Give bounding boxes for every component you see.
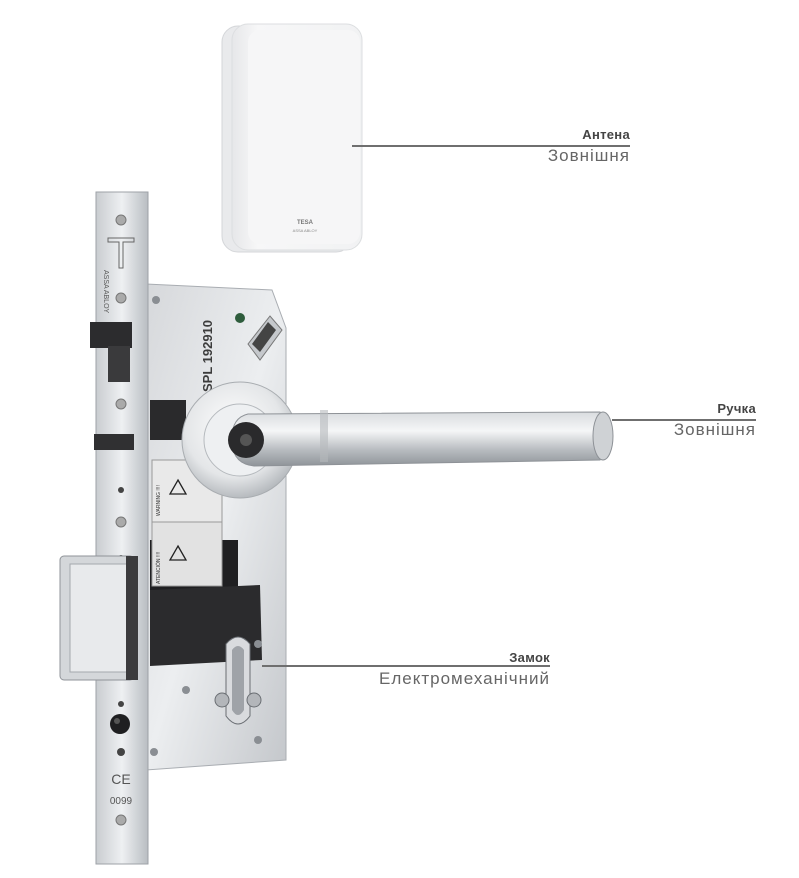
antenna-callout-title: Антена — [582, 127, 630, 142]
handle-callout-subtitle: Зовнішня — [673, 420, 756, 439]
antenna-callout-subtitle: Зовнішня — [547, 146, 630, 165]
door-handle — [181, 381, 614, 499]
antenna-brand-text: TESA — [297, 220, 314, 226]
atencion-label-text: ATENCIÓN !!!! — [155, 552, 162, 584]
lock-callout: Замок Електромеханічний — [379, 650, 550, 689]
faceplate: ASSA ABLOY CE 0099 — [59, 191, 149, 865]
lock-callout-title: Замок — [509, 650, 550, 665]
antenna-device: TESA ASSA ABLOY — [221, 23, 363, 253]
lock-callout-subtitle: Електромеханічний — [379, 669, 550, 688]
ce-mark: CE — [111, 771, 130, 787]
faceplate-brand-text: ASSA ABLOY — [102, 270, 109, 314]
antenna-sub-text: ASSA ABLOY — [293, 228, 318, 233]
warning-label-text: WARNING !!!! — [156, 485, 162, 516]
handle-callout: Ручка Зовнішня — [674, 401, 756, 440]
ce-number: 0099 — [110, 796, 133, 807]
handle-callout-title: Ручка — [717, 401, 756, 416]
antenna-callout: Антена Зовнішня — [548, 127, 630, 166]
lock-body: WARNING !!!! ATENCIÓN !!!! SPL 192910 — [145, 283, 287, 771]
lock-model-text: SPL 192910 — [200, 320, 215, 392]
